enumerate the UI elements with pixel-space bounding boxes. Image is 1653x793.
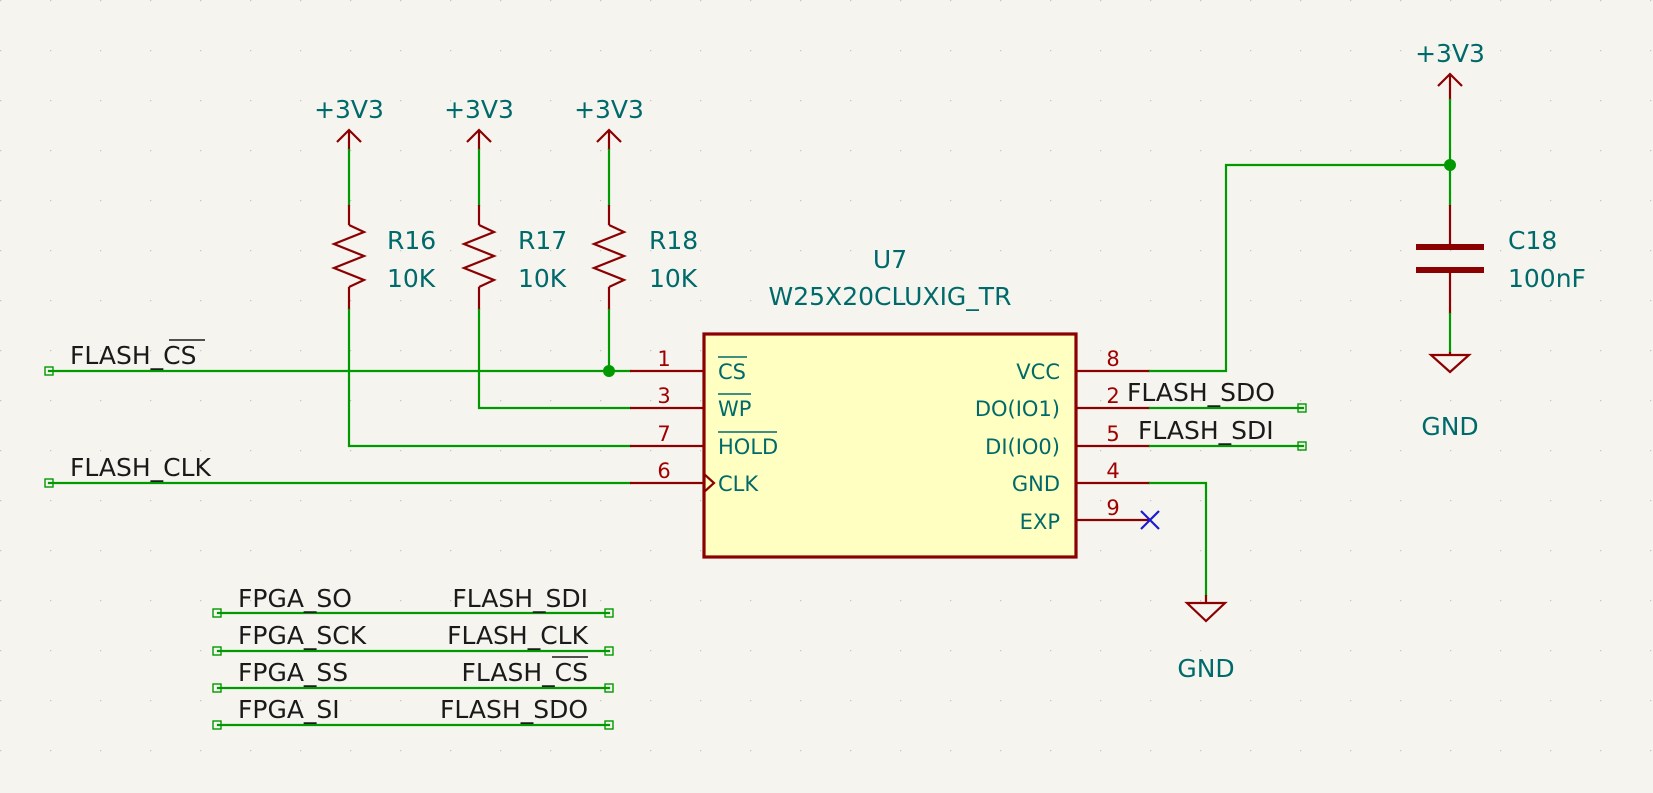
net-terminal	[604, 646, 614, 656]
pin-name: GND	[1012, 472, 1060, 496]
resistor-symbol-icon	[461, 224, 497, 288]
pin-name: EXP	[1020, 510, 1060, 534]
chip-ref: U7	[873, 245, 907, 274]
clock-triangle-icon	[703, 473, 716, 493]
ground-icon	[1428, 352, 1472, 374]
capacitor-c18[interactable]: +3V3 C18 100nF GND	[1415, 39, 1586, 441]
net-terminal	[212, 720, 222, 730]
flash-label[interactable]: FLASH_CS	[462, 658, 588, 687]
net-terminal	[604, 720, 614, 730]
r18-ref: R18	[649, 226, 698, 255]
pin-number: 7	[657, 422, 670, 446]
net-terminal	[604, 608, 614, 618]
junction-vcc	[1444, 159, 1456, 171]
r18-value: 10K	[649, 264, 698, 293]
chip-u7[interactable]: U7 W25X20CLUXIG_TR 1 3 7 6 CS WP HOLD CL…	[630, 245, 1150, 559]
gnd-symbol-chip[interactable]: GND	[1177, 595, 1235, 683]
pin-number: 2	[1106, 384, 1119, 408]
power-arrow-icon	[1437, 72, 1463, 100]
wire-r17-wp[interactable]	[477, 308, 632, 410]
pin-name: DI(IO0)	[985, 435, 1060, 459]
c18-ref: C18	[1508, 226, 1557, 255]
r17-value: 10K	[518, 264, 567, 293]
pin-name: WP	[718, 397, 751, 421]
label-flash-cs[interactable]: FLASH_CS	[70, 341, 196, 370]
net-terminal	[212, 608, 222, 618]
pin-name: CS	[718, 360, 746, 384]
junction-cs	[603, 365, 615, 377]
net-terminal	[44, 478, 54, 488]
r18-power-label: +3V3	[574, 95, 644, 124]
fpga-label[interactable]: FPGA_SS	[238, 658, 348, 687]
r17-ref: R17	[518, 226, 567, 255]
resistor-r18[interactable]: +3V3 R18 10K	[574, 95, 698, 310]
wire-gnd[interactable]	[1148, 481, 1208, 597]
pin-number: 6	[657, 459, 670, 483]
flash-label[interactable]: FLASH_SDO	[440, 695, 588, 724]
pin-number: 9	[1106, 496, 1119, 520]
pin-number: 5	[1106, 422, 1119, 446]
label-flash-sdo[interactable]: FLASH_SDO	[1127, 378, 1275, 407]
gnd-label: GND	[1177, 654, 1234, 683]
pin-name: DO(IO1)	[975, 397, 1060, 421]
resistor-symbol-icon	[331, 224, 367, 288]
wire-r16-hold[interactable]	[347, 308, 632, 448]
pin-name: VCC	[1016, 360, 1060, 384]
pin-number: 3	[657, 384, 670, 408]
net-terminal	[212, 683, 222, 693]
net-terminal	[44, 366, 54, 376]
pin-number: 8	[1106, 347, 1119, 371]
r17-power-label: +3V3	[444, 95, 514, 124]
fpga-label[interactable]: FPGA_SCK	[238, 621, 367, 650]
pin-name: CLK	[718, 472, 759, 496]
power-arrow-icon	[336, 128, 362, 150]
chip-body	[702, 332, 1078, 559]
no-connect-icon	[1140, 510, 1160, 530]
resistor-symbol-icon	[591, 224, 627, 288]
pin-name: HOLD	[718, 435, 778, 459]
resistor-r17[interactable]: +3V3 R17 10K	[444, 95, 567, 310]
pin-number: 1	[657, 347, 670, 371]
r16-ref: R16	[387, 226, 436, 255]
fpga-flash-mapping: FPGA_SO FLASH_SDI FPGA_SCK FLASH_CLK FPG…	[212, 584, 614, 730]
label-flash-sdi[interactable]: FLASH_SDI	[1138, 416, 1274, 445]
label-flash-clk[interactable]: FLASH_CLK	[70, 453, 212, 482]
gnd-label: GND	[1421, 412, 1478, 441]
net-terminal	[212, 646, 222, 656]
pin-number: 4	[1106, 459, 1119, 483]
net-terminal	[1297, 441, 1307, 451]
fpga-label[interactable]: FPGA_SI	[238, 695, 340, 724]
c18-value: 100nF	[1508, 264, 1586, 293]
wire-vcc[interactable]	[1148, 163, 1452, 373]
flash-label[interactable]: FLASH_CLK	[447, 621, 589, 650]
flash-label[interactable]: FLASH_SDI	[452, 584, 588, 613]
r16-power-label: +3V3	[314, 95, 384, 124]
resistor-r16[interactable]: +3V3 R16 10K	[314, 95, 436, 310]
c18-power-label: +3V3	[1415, 39, 1485, 68]
power-arrow-icon	[596, 128, 622, 150]
power-arrow-icon	[466, 128, 492, 150]
ground-icon	[1184, 595, 1228, 623]
net-terminal	[1297, 403, 1307, 413]
chip-part: W25X20CLUXIG_TR	[769, 282, 1012, 311]
r16-value: 10K	[387, 264, 436, 293]
fpga-label[interactable]: FPGA_SO	[238, 584, 352, 613]
net-terminal	[604, 683, 614, 693]
